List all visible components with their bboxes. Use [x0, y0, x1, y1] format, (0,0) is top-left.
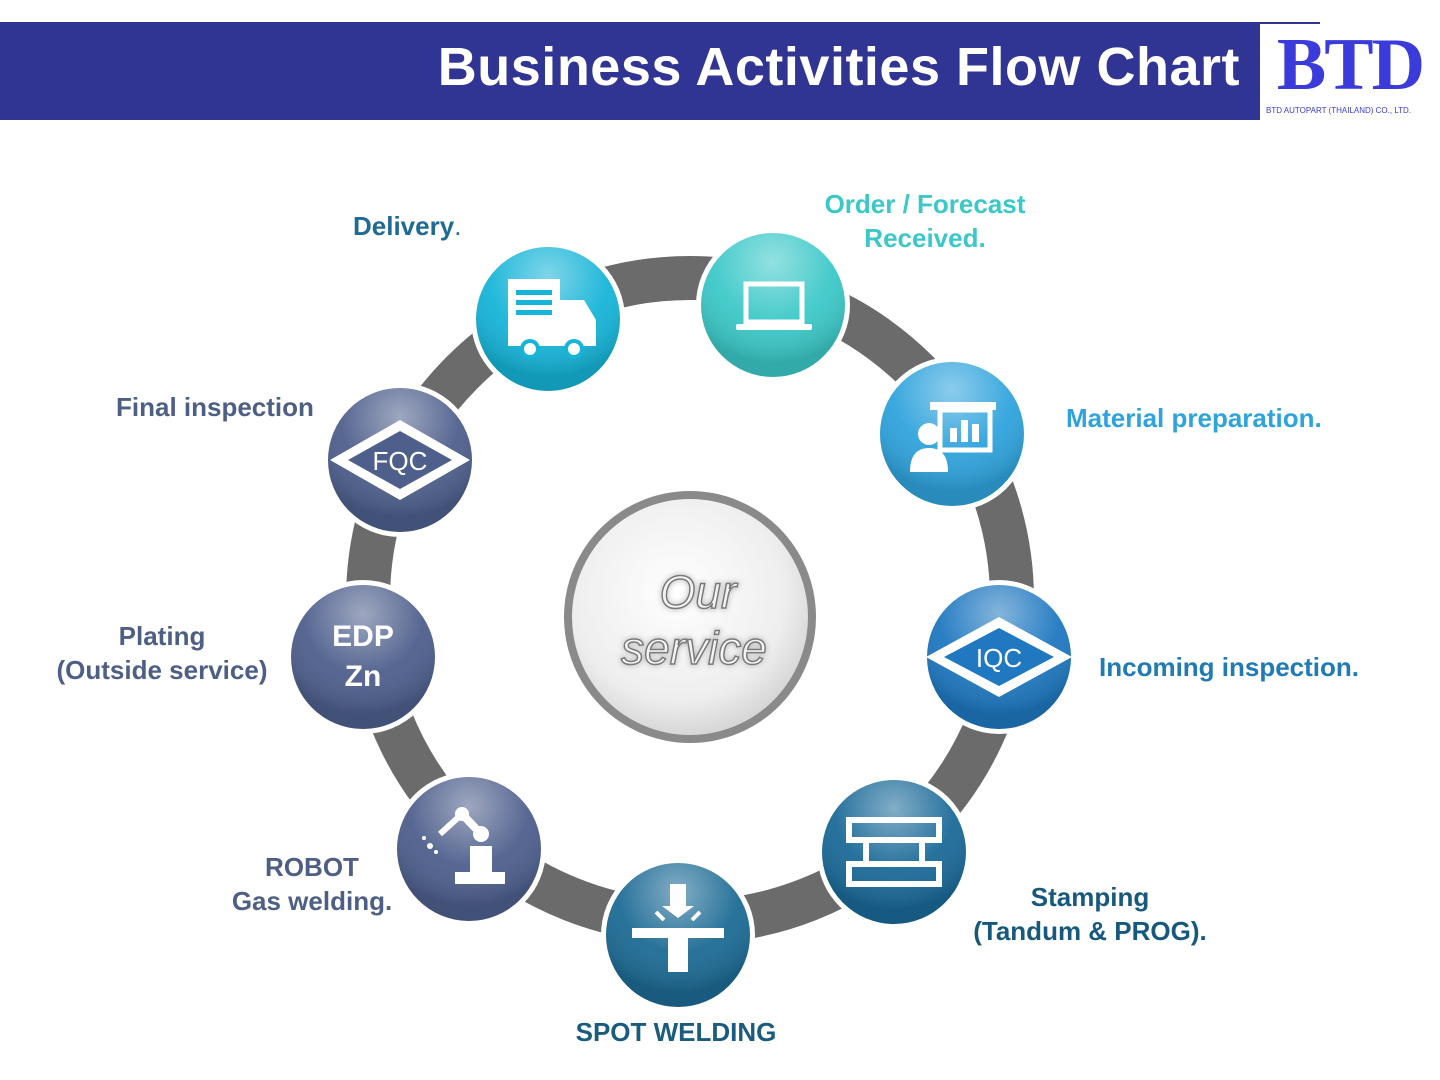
- diamond-badge-icon: IQC: [926, 617, 1072, 697]
- label-stamping-line-2: (Tandum & PROG).: [973, 916, 1207, 946]
- label-spot-line-1: SPOT WELDING: [575, 1017, 777, 1047]
- step-node-incoming: IQC: [922, 580, 1076, 734]
- label-stamping-line-1: Stamping: [1030, 882, 1150, 912]
- header-rule: [1260, 22, 1320, 24]
- fqc-badge-text: FQC: [373, 446, 428, 476]
- label-plating-line-1: Plating: [118, 621, 206, 651]
- robot-arm-icon: [422, 807, 505, 884]
- label-spot: SPOT WELDING: [556, 1015, 796, 1049]
- label-plating-line-2: (Outside service): [56, 655, 268, 685]
- step-node-stamping: [817, 775, 971, 929]
- label-robot-line-2: Gas welding.: [231, 886, 393, 916]
- truck-icon: [508, 279, 596, 359]
- label-plating: Plating (Outside service): [40, 619, 284, 687]
- step-node-robot: [392, 772, 546, 926]
- label-robot: ROBOT Gas welding.: [212, 850, 412, 918]
- center-line-1: Our: [660, 566, 738, 618]
- step-node-final: FQC: [323, 383, 477, 537]
- center-line-2: service: [621, 622, 767, 674]
- label-order: Order / Forecast Received.: [800, 187, 1050, 255]
- step-node-order: [696, 228, 850, 382]
- label-material-line-1: Material preparation.: [1066, 403, 1322, 433]
- press-machine-icon: [846, 817, 942, 887]
- plating-text-icon: EDP Zn: [332, 620, 394, 693]
- page-title: Business Activities Flow Chart: [437, 37, 1240, 97]
- label-delivery: Delivery.: [353, 209, 461, 243]
- edp-text: EDP: [332, 620, 394, 653]
- zn-text: Zn: [345, 660, 382, 693]
- step-node-spot: [601, 858, 755, 1012]
- label-stamping: Stamping (Tandum & PROG).: [960, 880, 1220, 948]
- header-bar: Business Activities Flow Chart: [0, 22, 1260, 120]
- iqc-badge-text: IQC: [976, 643, 1022, 673]
- label-final-line-1: Final inspection: [116, 392, 314, 422]
- label-order-line-2: Received.: [864, 223, 986, 253]
- spot-weld-icon: [632, 884, 724, 972]
- logo-company-name: BTD AUTOPART (THAILAND) CO., LTD.: [1266, 106, 1412, 115]
- company-logo: BTD BTD AUTOPART (THAILAND) CO., LTD.: [1262, 28, 1438, 120]
- label-delivery-text: Delivery: [353, 211, 455, 241]
- diamond-badge-icon: FQC: [330, 420, 470, 500]
- laptop-icon: [736, 281, 812, 330]
- label-incoming: Incoming inspection.: [1099, 650, 1359, 684]
- label-robot-line-1: ROBOT: [265, 852, 359, 882]
- label-incoming-line-1: Incoming inspection.: [1099, 652, 1360, 682]
- step-node-delivery: [471, 242, 625, 396]
- label-delivery-suffix: .: [454, 211, 462, 241]
- logo-mark: BTD: [1276, 24, 1425, 106]
- label-order-line-1: Order / Forecast: [824, 189, 1026, 219]
- presentation-icon: [910, 402, 996, 472]
- step-node-material: [875, 357, 1029, 511]
- step-node-plating: EDP Zn: [286, 580, 440, 734]
- center-service-badge: Our service: [564, 491, 816, 743]
- label-final: Final inspection: [116, 390, 314, 424]
- label-material: Material preparation.: [1066, 401, 1322, 435]
